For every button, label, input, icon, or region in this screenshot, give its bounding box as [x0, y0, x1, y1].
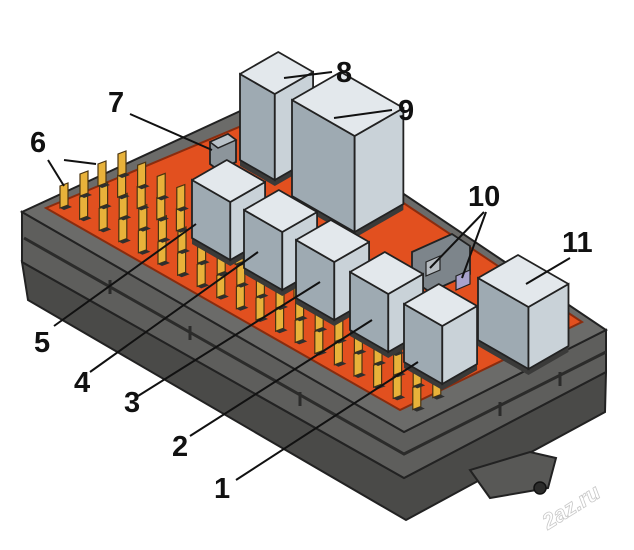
terminal-socket — [295, 339, 308, 345]
callout-8: 8 — [336, 57, 352, 89]
terminal-socket — [432, 394, 445, 400]
terminal-socket — [60, 205, 72, 210]
terminal-socket — [354, 373, 366, 378]
terminal-blade — [373, 361, 383, 389]
callouts: 1 2 3 4 5 6 7 8 9 10 11 — [30, 57, 593, 505]
relay-4 — [243, 189, 318, 296]
callout-6: 6 — [30, 127, 46, 159]
terminal-socket — [374, 361, 386, 366]
terminal-socket — [334, 361, 347, 367]
relay-11 — [477, 254, 570, 375]
terminal-blade — [59, 182, 69, 209]
terminal-blade — [177, 249, 187, 277]
terminal-socket — [216, 294, 229, 300]
terminal-socket — [236, 305, 249, 311]
terminal-socket — [119, 215, 132, 221]
terminal-socket — [412, 406, 425, 412]
terminal-blade — [294, 316, 304, 344]
terminal-socket — [236, 282, 249, 288]
callout-11: 11 — [562, 227, 593, 259]
terminal-socket — [157, 195, 170, 201]
terminal-blade — [138, 203, 148, 231]
terminal-socket — [256, 293, 269, 299]
relays — [191, 51, 570, 390]
terminal-socket — [118, 238, 131, 244]
terminal-socket — [138, 226, 151, 232]
terminal-socket — [176, 227, 189, 233]
terminal-blade — [117, 150, 127, 177]
callout-1: 1 — [214, 473, 230, 505]
relay-1 — [403, 283, 478, 390]
terminal-socket — [98, 183, 110, 188]
terminal-socket — [275, 328, 288, 334]
terminal-socket — [137, 184, 150, 190]
terminal-blade — [196, 260, 206, 288]
terminal-socket — [315, 327, 328, 333]
terminal-socket — [178, 249, 190, 254]
terminal-socket — [176, 206, 189, 212]
relay-5 — [191, 159, 266, 266]
callout-5: 5 — [34, 327, 50, 359]
terminal-socket — [158, 237, 171, 243]
terminal-socket — [80, 193, 92, 198]
terminal-socket — [156, 216, 169, 222]
terminal-blade — [412, 383, 422, 411]
terminal-socket — [393, 395, 406, 401]
terminal-blade — [176, 183, 186, 211]
terminal-socket — [197, 260, 210, 266]
terminal-socket — [79, 216, 92, 222]
terminal-blade — [255, 294, 265, 321]
terminal-socket — [295, 316, 308, 322]
terminal-blade — [353, 350, 363, 377]
terminal-socket — [138, 249, 151, 255]
terminal-socket — [158, 261, 170, 266]
terminal-socket — [197, 283, 210, 289]
terminal-socket — [99, 204, 112, 210]
relay-9 — [291, 71, 405, 238]
callout-7: 7 — [108, 87, 124, 119]
terminal-blade — [118, 215, 128, 243]
terminal-blade — [97, 160, 107, 187]
terminal-blade — [137, 226, 147, 254]
terminal-socket — [217, 271, 230, 277]
terminal-blade — [79, 193, 89, 221]
terminal-blade — [235, 282, 245, 310]
callout-4: 4 — [74, 367, 90, 399]
terminal-socket — [117, 194, 130, 200]
leader-lines — [47, 71, 571, 481]
terminal-socket — [137, 205, 150, 211]
callout-2: 2 — [172, 431, 188, 463]
terminal-blade — [314, 327, 324, 355]
terminal-blade — [98, 204, 108, 232]
terminal-blade — [79, 170, 89, 197]
callout-3: 3 — [124, 387, 140, 419]
callout-9: 9 — [398, 95, 414, 127]
terminal-socket — [354, 349, 367, 355]
terminal-socket — [99, 227, 112, 233]
terminal-blade — [156, 172, 166, 200]
terminal-socket — [118, 173, 130, 178]
terminal-socket — [177, 272, 190, 278]
terminal-blade — [137, 161, 147, 189]
terminal-socket — [413, 383, 426, 389]
terminal-socket — [392, 351, 404, 356]
callout-10: 10 — [468, 181, 500, 213]
